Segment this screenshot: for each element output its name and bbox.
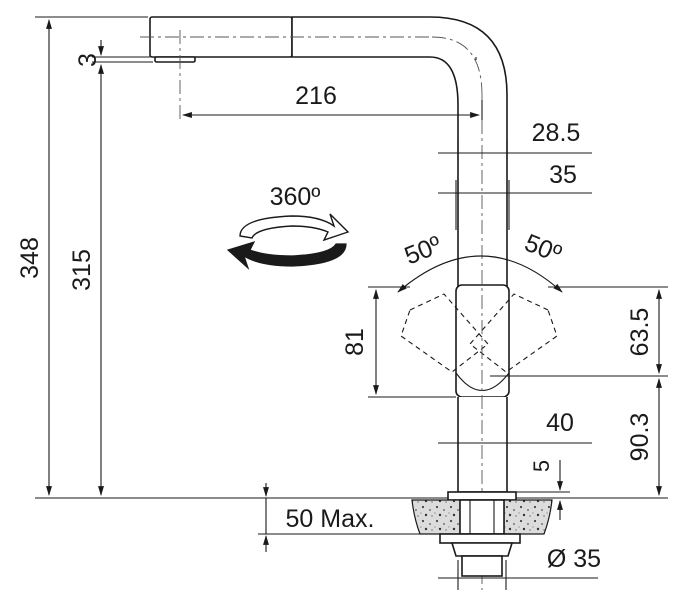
label-shank-diameter: Ø 35: [547, 545, 601, 573]
rotation-arrow-icon: [226, 213, 350, 270]
countertop-right: [503, 499, 553, 535]
lower-body: [457, 397, 508, 493]
label-handle-upper: 63.5: [626, 308, 654, 357]
mounting-base: [411, 491, 553, 577]
label-handle-height: 81: [341, 328, 369, 356]
lock-nut: [439, 533, 521, 544]
label-total-height: 348: [16, 237, 44, 279]
label-angle-right: 50º: [521, 229, 566, 269]
label-handle-lower: 90.3: [626, 413, 654, 462]
label-body-width: 35: [549, 161, 577, 189]
hose: [461, 555, 503, 577]
countertop-left: [411, 499, 461, 535]
label-spout-width: 28.5: [532, 119, 581, 147]
handle-left-hidden: [400, 293, 489, 373]
base-plate: [447, 491, 517, 501]
label-angle-left: 50º: [401, 231, 446, 271]
label-rotation: 360º: [270, 183, 321, 211]
label-base-plate: 5: [529, 460, 554, 472]
shank: [459, 499, 505, 535]
aerator: [154, 56, 196, 63]
label-countertop: 50 Max.: [286, 505, 375, 533]
label-spout-offset: 3: [74, 53, 102, 67]
handle-right-hidden: [469, 293, 558, 373]
dimension-lines: [35, 16, 668, 590]
label-reach: 216: [295, 82, 337, 110]
label-spout-height: 315: [68, 249, 96, 291]
dimension-labels: 348 315 3 216 28.5 35 360º 50º 50º 81 63…: [16, 53, 654, 573]
handle-block: [455, 284, 510, 398]
faucet-outline: [149, 16, 558, 493]
label-base-width: 40: [546, 409, 574, 437]
